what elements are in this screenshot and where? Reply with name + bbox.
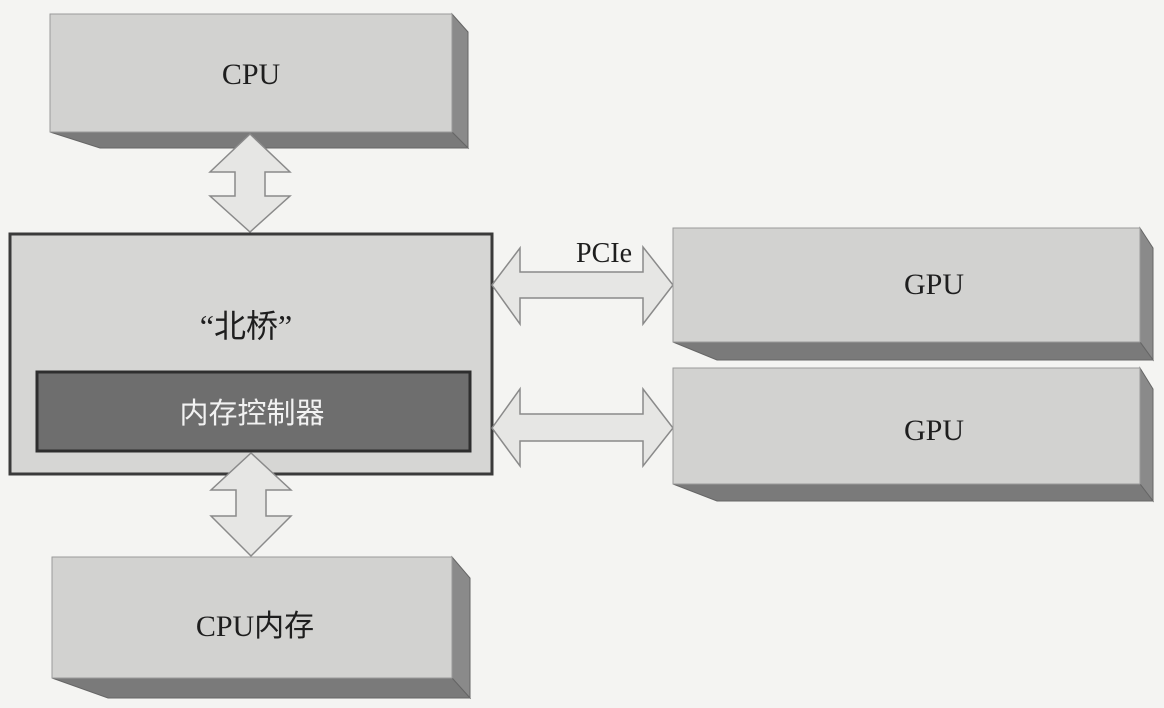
northbridge-box: “北桥” 内存控制器 [8,232,494,476]
cpu-northbridge-arrow [208,132,292,234]
cpu-memory-box-bottom [51,677,472,699]
gpu-box-2-side [1139,366,1154,503]
gpu-box-1: GPU [672,226,1154,362]
gpu-box-2-face [672,367,1141,485]
gpu-box-1-bottom [672,341,1154,361]
gpu-box-2: GPU [672,366,1155,503]
gpu-2-label: GPU [904,414,964,447]
gpu-1-label: GPU [904,268,964,301]
gpu-box-1-face [672,227,1141,343]
northbridge-memory-arrow [209,451,293,558]
pcie-label: PCIe [576,238,632,269]
cpu-memory-box-face [51,556,453,679]
cpu-memory-label: CPU内存 [196,610,314,643]
gpu-box-1-side [1139,226,1154,362]
cpu-memory-box: CPU内存 [51,555,472,700]
cpu-box-side [451,12,469,150]
cpu-label: CPU [222,58,281,91]
pcie-arrow-gpu-2 [491,386,674,469]
northbridge-label: “北桥” [200,308,292,344]
cpu-box-face [49,13,453,133]
gpu-box-2-bottom [672,483,1155,502]
memory-controller-box [35,370,472,453]
memory-controller-label: 内存控制器 [179,396,324,430]
cpu-memory-box-side [451,555,471,700]
cpu-box: CPU [49,12,470,150]
